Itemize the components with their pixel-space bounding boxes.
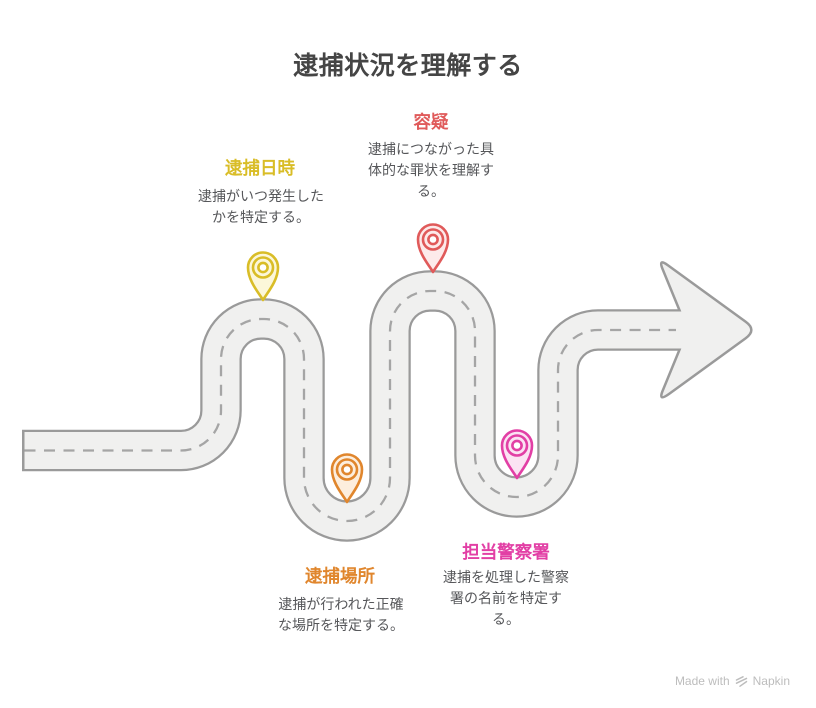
step-desc-arrest-location: 逮捕が行われた正確 な場所を特定する。 <box>278 594 404 636</box>
step-desc-suspicion: 逮捕につながった具 体的な罪状を理解す る。 <box>368 139 494 202</box>
step-desc-arrest-datetime: 逮捕がいつ発生した かを特定する。 <box>198 186 324 228</box>
map-pin-icon <box>413 221 453 275</box>
watermark-prefix: Made with <box>674 674 730 688</box>
napkin-logo-icon <box>735 675 747 687</box>
desc-line: 逮捕を処理した警察 <box>443 569 569 585</box>
step-label-arrest-location: 逮捕場所 <box>305 566 375 586</box>
watermark-brand: Napkin <box>752 674 790 688</box>
desc-line: 体的な罪状を理解す <box>368 162 494 178</box>
desc-line: 逮捕が行われた正確 <box>278 596 404 612</box>
step-desc-police-station: 逮捕を処理した警察 署の名前を特定す る。 <box>443 567 569 630</box>
step-label-arrest-datetime: 逮捕日時 <box>225 158 295 178</box>
step-label-police-station: 担当警察署 <box>462 542 550 562</box>
map-pin-icon <box>243 249 283 303</box>
desc-line: かを特定する。 <box>212 209 310 225</box>
arrow-right-icon <box>659 261 753 399</box>
page-title: 逮捕状況を理解する <box>293 52 523 80</box>
desc-line: る。 <box>492 611 520 627</box>
desc-line: な場所を特定する。 <box>278 617 404 633</box>
map-pin-icon <box>497 427 537 481</box>
desc-line: 逮捕がいつ発生した <box>198 188 324 204</box>
desc-line: る。 <box>417 183 445 199</box>
watermark: Made with Napkin <box>675 674 790 688</box>
map-pin-icon <box>327 451 367 505</box>
road-centerline <box>24 289 676 523</box>
step-label-suspicion: 容疑 <box>413 112 449 132</box>
desc-line: 署の名前を特定す <box>450 590 562 606</box>
desc-line: 逮捕につながった具 <box>368 141 494 157</box>
